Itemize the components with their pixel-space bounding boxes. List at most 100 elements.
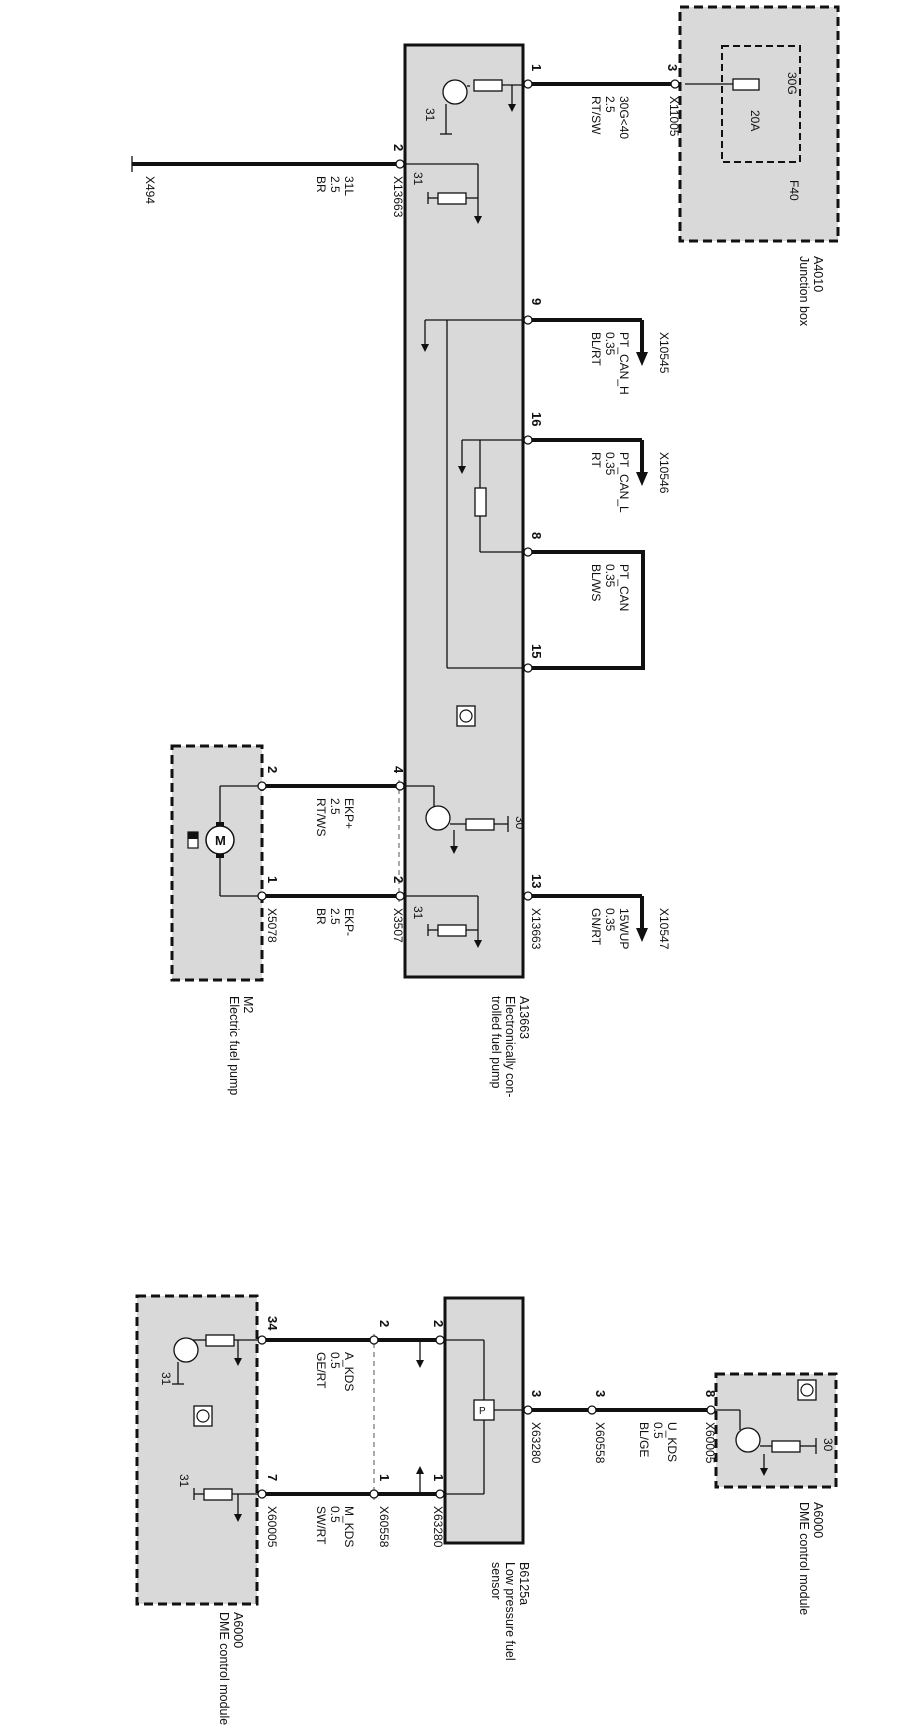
sig-ekp-minus: EKP- — [342, 908, 356, 936]
control-module-icon — [456, 705, 476, 727]
pin-wup: 13 — [529, 874, 544, 888]
conn-m-kds-mid: X60558 — [377, 1506, 391, 1548]
fuse-id-label: F40 — [787, 180, 801, 201]
size-ekp-minus: 2.5 — [328, 908, 342, 925]
supply-ref-label-1: 30 — [513, 816, 527, 830]
color-m-kds: SW/RT — [314, 1506, 328, 1545]
fuse-holder-outline — [721, 45, 801, 163]
pin-m-kds-sensor: 1 — [431, 1474, 446, 1481]
dme-top-id: A6000 — [811, 1502, 825, 1538]
sig-can-loop: PT_CAN — [617, 564, 631, 611]
pin-a-kds-sensor: 2 — [431, 1320, 446, 1327]
color-ground: BR — [314, 176, 328, 193]
ground-ref-label-1: 31 — [423, 108, 437, 122]
dme-bottom-outline — [135, 1294, 259, 1606]
color-ekp-plus: RT/WS — [314, 798, 328, 836]
wup-arrow-icon — [636, 928, 648, 942]
sig-ekp-plus: EKP+ — [342, 798, 356, 829]
size-ekp-plus: 2.5 — [328, 798, 342, 815]
pin-can-l: 16 — [529, 412, 544, 426]
wire-can-loop — [528, 550, 645, 670]
fuel-pump-id: M2 — [241, 996, 255, 1013]
pin-a-kds-dme: 34 — [265, 1316, 280, 1331]
conn-ekp-minus-pump: X5078 — [265, 908, 279, 943]
size-a-kds: 0.5 — [328, 1352, 342, 1369]
junction-box-id: A4010 — [811, 256, 825, 292]
conn-ekp-minus-ctrl: X3507 — [391, 908, 405, 943]
color-wup: GN/RT — [589, 908, 603, 946]
pressure-sensor-icon — [473, 1399, 495, 1421]
svg-text:P: P — [479, 1406, 486, 1417]
conn-ground-end: X494 — [143, 176, 157, 204]
color-can-loop: BL/WS — [589, 564, 603, 601]
color-can-h: BL/RT — [589, 332, 603, 366]
transistor-icon-2 — [425, 805, 451, 831]
fuse-rating-label: 20A — [748, 110, 762, 131]
pin-ekp-plus-pump: 2 — [265, 766, 280, 773]
fuel-pump-ctrl-name-2: trolled fuel pump — [489, 996, 503, 1088]
size-wup: 0.35 — [603, 908, 617, 932]
fuel-pump-name: Electric fuel pump — [227, 996, 241, 1095]
dme-bottom-id: A6000 — [231, 1612, 245, 1648]
conn-wup-end: X10547 — [657, 908, 671, 950]
size-can-loop: 0.35 — [603, 564, 617, 588]
conn-u-kds-dme: X60005 — [703, 1422, 717, 1464]
color-u-kds: BL/GE — [637, 1422, 651, 1457]
pin-supply-ctrl: 1 — [529, 64, 544, 71]
fuel-pump-ctrl-name-1: Electronically con- — [503, 996, 517, 1097]
sig-can-l: PT_CAN_L — [617, 452, 631, 513]
ground-ref-label-4: 31 — [159, 1372, 173, 1386]
conn-can-l: X10546 — [657, 452, 671, 494]
sig-a-kds: A_KDS — [342, 1352, 356, 1391]
conn-m-kds-dme: X60005 — [265, 1506, 279, 1548]
supply-ref-label-2: 30 — [821, 1438, 835, 1452]
pin-ground-ctrl: 2 — [391, 144, 406, 151]
color-supply: RT/SW — [589, 96, 603, 135]
conn-u-kds-sensor: X63280 — [529, 1422, 543, 1464]
conn-wup-ctrl: X13663 — [529, 908, 543, 950]
size-m-kds: 0.5 — [328, 1506, 342, 1523]
sig-u-kds: U_KDS — [665, 1422, 679, 1462]
ground-ref-label-2: 31 — [411, 172, 425, 186]
fuse-f40-symbol — [732, 78, 760, 91]
pin-m-kds-dme: 7 — [265, 1474, 280, 1481]
ground-ref-label-3: 31 — [411, 906, 425, 920]
size-u-kds: 0.5 — [651, 1422, 665, 1439]
sensor-name-2: sensor — [489, 1562, 503, 1600]
pin-ekp-minus-pump: 1 — [265, 876, 280, 883]
pin-ekp-minus-ctrl: 2 — [391, 876, 406, 883]
sensor-id: B6125a — [517, 1562, 531, 1605]
color-ekp-minus: BR — [314, 908, 328, 925]
dme-top-module-icon — [797, 1379, 817, 1401]
size-ground: 2.5 — [328, 176, 342, 193]
dme-bottom-name: DME control module — [217, 1612, 231, 1725]
conn-m-kds-sensor: X63280 — [431, 1506, 445, 1548]
pin-a-kds-mid: 2 — [377, 1320, 392, 1327]
fuel-pump-ctrl-id: A13663 — [517, 996, 531, 1039]
sig-m-kds: M_KDS — [342, 1506, 356, 1547]
svg-text:M: M — [215, 833, 226, 848]
sig-supply: 30G<40 — [617, 96, 631, 139]
conn-supply-jb: X11005 — [667, 96, 681, 137]
conn-ground-ctrl: X13663 — [391, 176, 405, 218]
can-l-arrow-icon — [636, 472, 648, 486]
pin-u-kds-mid: 3 — [593, 1390, 608, 1397]
conn-can-h: X10545 — [657, 332, 671, 374]
transistor-icon — [442, 79, 468, 105]
size-supply: 2.5 — [603, 96, 617, 113]
dme-top-outline — [714, 1372, 838, 1489]
pin-can-h: 9 — [529, 298, 544, 305]
sig-can-h: PT_CAN_H — [617, 332, 631, 395]
pin-u-kds-sensor: 3 — [529, 1390, 544, 1397]
junction-box-name: Junction box — [797, 256, 811, 327]
pin-can-loop-b: 15 — [529, 644, 544, 658]
pin-ekp-plus-ctrl: 4 — [391, 766, 406, 774]
sig-wup: 15WUP — [617, 908, 631, 949]
can-h-arrow-icon — [636, 352, 648, 366]
sig-ground: 31L — [342, 176, 356, 196]
pin-can-loop-a: 8 — [529, 532, 544, 539]
color-a-kds: GE/RT — [314, 1352, 328, 1389]
dme-top-name: DME control module — [797, 1502, 811, 1615]
conn-u-kds-mid: X60558 — [593, 1422, 607, 1464]
